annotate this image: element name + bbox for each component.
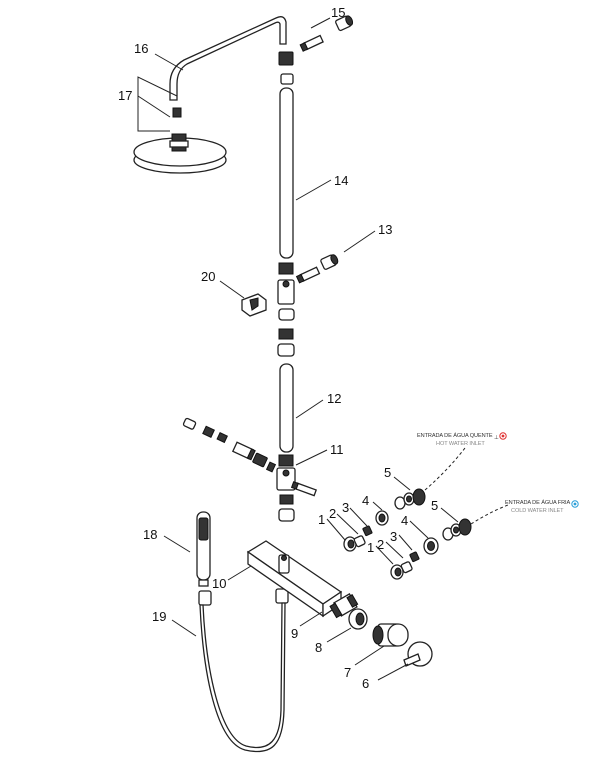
small-screw bbox=[265, 461, 277, 473]
low-nut bbox=[278, 454, 294, 467]
eccentric-upper bbox=[343, 525, 373, 552]
hot-inlet-label: ENTRADA DE ÁGUA QUENTE HOT WATER INLET ⊥ bbox=[417, 432, 507, 447]
hot-inlet-en: HOT WATER INLET bbox=[436, 441, 485, 447]
handle-sleeve bbox=[372, 623, 409, 647]
mid-washer bbox=[278, 308, 295, 321]
part-13-cap bbox=[320, 254, 339, 270]
callout-9: 9 bbox=[291, 626, 298, 641]
callout-19: 19 bbox=[152, 609, 166, 624]
callout-4b: 4 bbox=[401, 513, 408, 528]
cartridge bbox=[329, 593, 359, 619]
mixer-body bbox=[246, 540, 343, 618]
part-15-pin bbox=[299, 34, 324, 52]
hot-indicator-dot bbox=[501, 434, 505, 438]
cold-inlet-leader bbox=[470, 504, 509, 525]
small-cap bbox=[182, 417, 197, 430]
small-nut-a bbox=[202, 425, 215, 438]
top-washer bbox=[280, 73, 294, 85]
callout-13: 13 bbox=[378, 222, 392, 237]
callout-labels: 15 16 17 14 13 20 12 11 18 19 10 9 8 7 6… bbox=[118, 5, 438, 691]
callout-1: 1 bbox=[318, 512, 325, 527]
lower-riser bbox=[279, 363, 294, 453]
cold-inlet-pt: ENTRADA DE ÁGUA FRIA bbox=[505, 499, 571, 506]
leader-lines bbox=[137, 17, 459, 681]
mid-ring bbox=[277, 343, 295, 357]
low-pin bbox=[290, 481, 318, 497]
callout-4: 4 bbox=[362, 493, 369, 508]
hose-nut-left bbox=[198, 590, 212, 606]
callout-17: 17 bbox=[118, 88, 132, 103]
callout-14: 14 bbox=[334, 173, 348, 188]
hose bbox=[199, 602, 286, 753]
mid-nut-2 bbox=[278, 328, 294, 340]
hot-inlet-leader bbox=[424, 447, 466, 491]
callout-2b: 2 bbox=[377, 537, 384, 552]
callout-3b: 3 bbox=[390, 529, 397, 544]
callout-3: 3 bbox=[342, 500, 349, 515]
callout-6: 6 bbox=[362, 676, 369, 691]
low-nut-2 bbox=[279, 494, 294, 505]
callout-7: 7 bbox=[344, 665, 351, 680]
shower-head bbox=[133, 133, 227, 174]
callout-10: 10 bbox=[212, 576, 226, 591]
handle-knob bbox=[403, 641, 433, 667]
callout-15: 15 bbox=[331, 5, 345, 20]
low-coupling bbox=[276, 467, 296, 491]
hand-shower bbox=[196, 511, 211, 587]
mid-nut bbox=[278, 262, 294, 275]
inlet-upper bbox=[375, 488, 426, 526]
callout-2: 2 bbox=[329, 506, 336, 521]
thermometer-icon: ⊥ bbox=[494, 434, 499, 441]
upper-riser bbox=[279, 87, 294, 259]
cold-indicator-icon bbox=[571, 500, 579, 508]
hot-indicator-icon bbox=[499, 432, 507, 440]
callout-12: 12 bbox=[327, 391, 341, 406]
callout-8: 8 bbox=[315, 640, 322, 655]
arm-nut bbox=[172, 107, 182, 118]
small-nut-b bbox=[216, 432, 228, 444]
callout-11: 11 bbox=[330, 442, 344, 457]
wall-bracket bbox=[241, 293, 267, 317]
low-ring bbox=[278, 508, 295, 522]
callout-5b: 5 bbox=[431, 498, 438, 513]
cold-indicator-dot bbox=[573, 502, 577, 506]
inlet-lower bbox=[423, 518, 472, 555]
cold-inlet-en: COLD WATER INLET bbox=[511, 508, 564, 514]
mid-coupling bbox=[277, 279, 295, 305]
cold-inlet-label: ENTRADA DE ÁGUA FRIA COLD WATER INLET bbox=[505, 499, 579, 514]
shower-arm bbox=[169, 16, 287, 101]
top-nut bbox=[278, 51, 294, 66]
callout-1b: 1 bbox=[367, 540, 374, 555]
callout-18: 18 bbox=[143, 527, 157, 542]
callout-5: 5 bbox=[384, 465, 391, 480]
hot-inlet-pt: ENTRADA DE ÁGUA QUENTE bbox=[417, 432, 493, 439]
part-15-cap bbox=[335, 15, 354, 32]
small-connector bbox=[252, 452, 268, 468]
part-13-pin bbox=[295, 266, 321, 284]
eccentric-lower bbox=[390, 551, 420, 580]
callout-16: 16 bbox=[134, 41, 148, 56]
small-sleeve bbox=[231, 441, 256, 461]
callout-20: 20 bbox=[201, 269, 215, 284]
